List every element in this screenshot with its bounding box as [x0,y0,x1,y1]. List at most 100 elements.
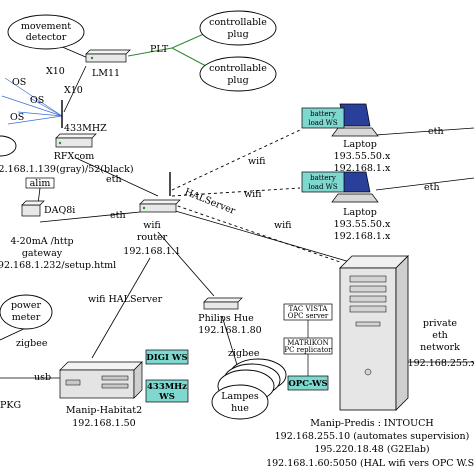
lm11-label: LM11 [92,68,120,79]
x10-label-b: X10 [64,85,83,96]
matrikon-label-1: MATRIKON [287,339,328,347]
habitat-label-2: 192.168.1.50 [72,418,135,429]
link-hue-lamps [221,315,239,369]
plt-label: PLT [150,44,169,55]
daq-label-4: 192.168.1.232/setup.html [0,260,116,271]
philips-hue-device: Philips Hue 192.168.1.80 [198,297,262,336]
predis-label-2: 192.168.255.10 (automates supervision) [275,431,470,442]
movement-detector-label-2: detector [26,32,67,43]
predis-label-4: 192.168.1.60:5050 (HAL wifi vers OPC W.S… [266,458,474,469]
laptop-2-device: Laptop 193.55.50.x 192.168.1.x [331,171,391,242]
os-label-1: OS [12,77,26,88]
rfxcom-device: 433MHZ RFXcom 192.168.1.139(gray)/52(bla… [0,100,134,175]
433mhz-label: 433MHZ [64,123,107,134]
sensor-links [1,77,63,125]
router-label-1: wifi [143,220,161,231]
eth-label-4: eth [424,182,440,193]
link-router-predis [171,209,351,263]
link-router-hue [157,231,215,297]
usb-label: usb [34,372,51,383]
eth-label-1: eth [106,174,122,185]
daq-label-2: 4-20mA /http [10,236,73,247]
link-daq-router [39,211,141,223]
link-router-habitat [91,257,151,359]
movement-detector-label-1: movement [21,21,71,32]
opc-ws-label: OPC-WS [288,379,327,389]
philips-hue-label-2: 192.168.1.80 [198,325,261,336]
laptop-1-label-1: Laptop [343,139,377,150]
laptop-1-label-2: 193.55.50.x [334,151,391,162]
laptop-1-label-3: 192.168.1.x [334,163,391,174]
link-rfx-router [75,157,159,197]
link-laptop1-eth [375,127,474,136]
lampes-label-1: Lampes [221,391,259,402]
power-meter-label-2: meter [12,312,41,323]
lampes-hue-node: Lampes hue [211,358,287,420]
433mhz-ws-box: 433MHz WS [145,379,189,403]
alim-node: alim [25,177,55,189]
controllable-plug-2-node: controllable plug [199,56,277,92]
private-label-4: 192.168.255.x [408,358,474,369]
laptop-1-device: Laptop 193.55.50.x 192.168.1.x [331,103,391,174]
laptop-2-label-1: Laptop [343,207,377,218]
battery-ws-2-label-2: load WS [308,183,338,191]
laptop-2-label-2: 193.55.50.x [334,219,391,230]
link-plt-plug2 [171,47,207,67]
movement-detector-node: movement detector [7,14,85,50]
habitat-label-1: Manip-Habitat2 [66,405,142,416]
plug-2-label-2: plug [227,75,248,86]
433mhz-ws-label-1: 433MHz [147,382,187,392]
power-meter-label-1: power [11,300,42,311]
predis-label-3: 195.220.18.48 (G2Elab) [314,444,429,455]
manip-habitat-device: Manip-Habitat2 192.168.1.50 [59,361,143,429]
link-lm11-plt [127,47,173,57]
battery-ws-1-box: battery load WS [301,107,345,129]
x10-label-a: X10 [46,66,65,77]
link-plt-plug1 [171,32,207,49]
rfxcom-label: RFXcom [54,151,95,162]
lampes-label-2: hue [231,403,249,414]
wifi-label-1: wifi [248,156,266,167]
eth-label-3: eth [428,126,444,137]
halserver-label: HALServer [183,187,237,217]
matrikon-label-2: PC replicator [284,346,332,354]
wifi-halserver-label: wifi HALServer [88,294,163,305]
rfxcom-ip-label: 192.168.1.139(gray)/52(black) [0,164,134,175]
tac-vista-label-1: TAC VISTA [289,305,329,313]
tac-vista-box: TAC VISTA OPC server [283,303,333,321]
link-x10-rfx [63,65,87,113]
os-label-3: OS [10,112,24,123]
zigbee-hue-label: zigbee [228,348,260,359]
matrikon-box: MATRIKON PC replicator [283,337,333,355]
private-label-2: eth [432,330,448,341]
433mhz-ws-label-2: WS [158,392,175,402]
link-detector-lm11 [59,45,89,59]
wifi-label-2: wifi [244,189,262,200]
plug-1-label-1: controllable [209,17,267,28]
router-label-2: router [137,232,168,243]
battery-ws-1-label-1: battery [310,110,336,118]
daq8i-device: DAQ8i 4-20mA /http gateway 192.168.1.232… [0,200,116,271]
plug-2-label-1: controllable [209,63,267,74]
os-label-2: OS [30,95,44,106]
tac-vista-label-2: OPC server [288,312,329,320]
manip-predis-tower [339,255,409,411]
private-label-1: private [423,318,458,329]
wifi-label-3: wifi [274,220,292,231]
wifi-router-device: wifi router 192.168.1.1 [123,172,181,257]
left-partial-node [0,135,17,157]
link-laptop2-eth [375,177,474,191]
router-label-3: 192.168.1.1 [123,246,180,257]
pkg-label: PKG [0,400,21,411]
daq-label-3: gateway [22,248,63,259]
eth-label-2: eth [110,210,126,221]
laptop-2-label-3: 192.168.1.x [334,231,391,242]
plug-1-label-2: plug [227,29,248,40]
private-label-3: network [420,342,460,353]
battery-ws-1-label-2: load WS [308,119,338,127]
zigbee-left-label: zigbee [16,338,48,349]
philips-hue-label-1: Philips Hue [198,313,254,324]
alim-label: alim [30,178,51,189]
